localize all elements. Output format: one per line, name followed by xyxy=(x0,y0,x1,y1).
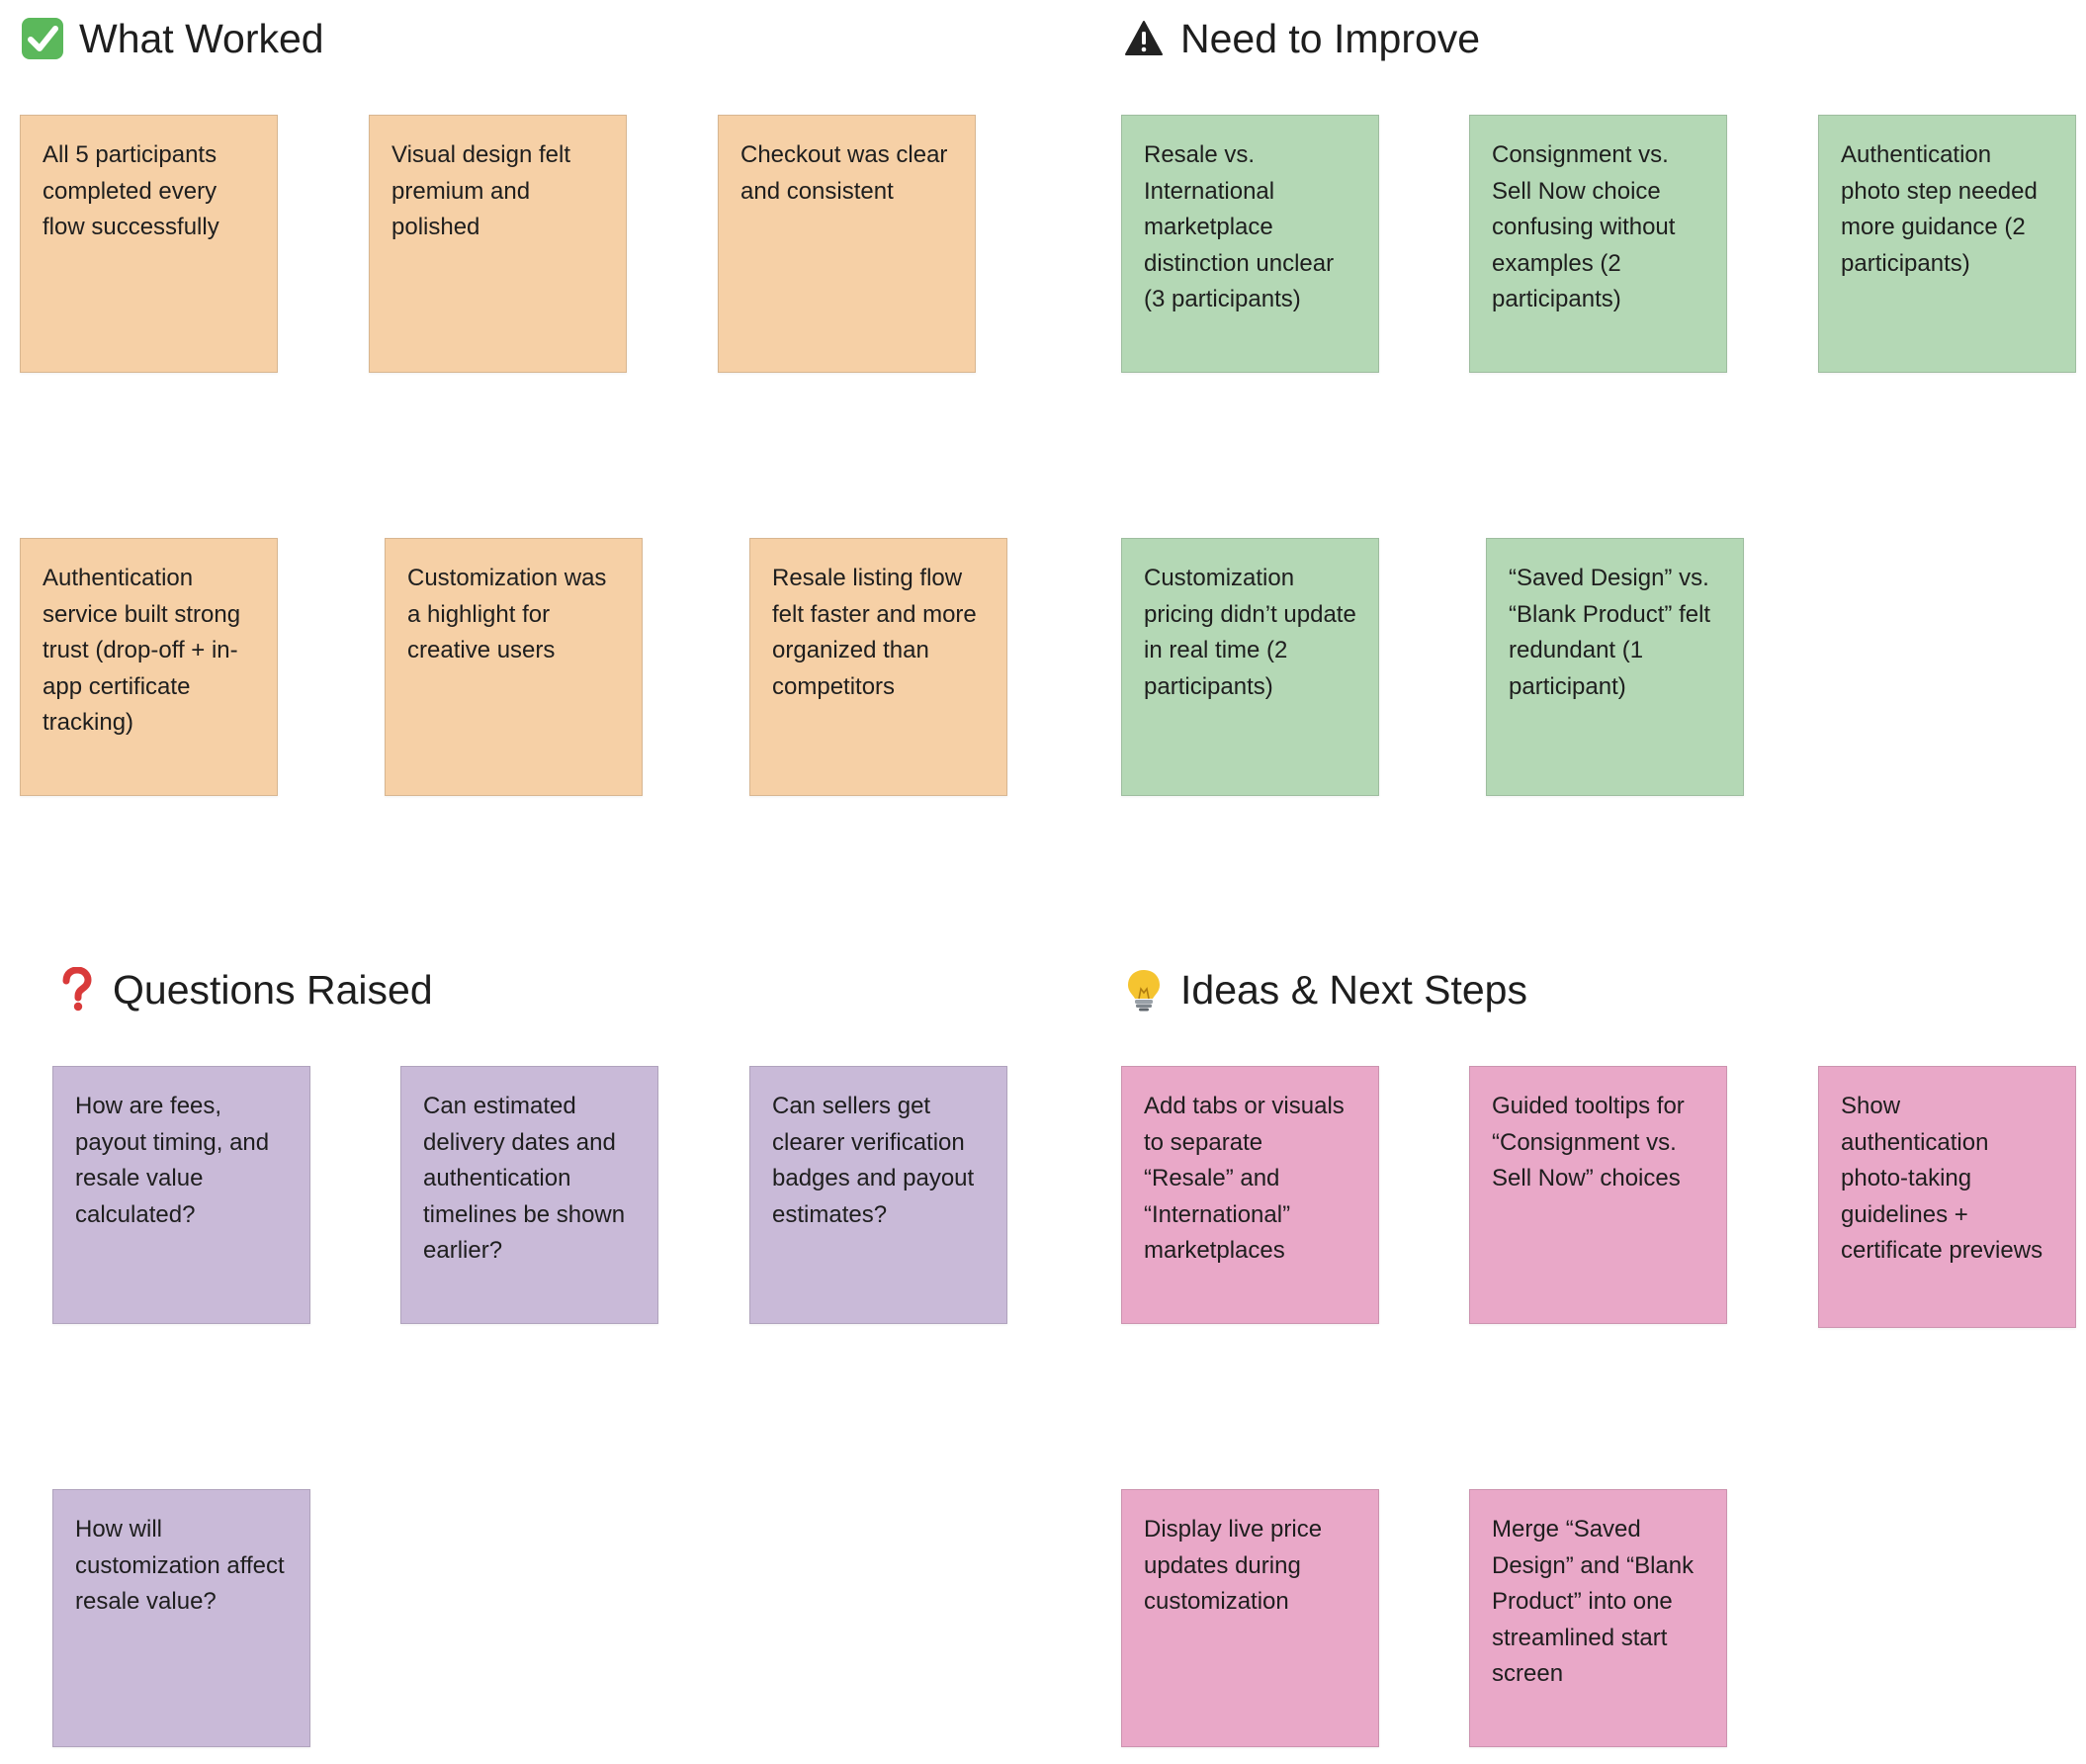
sticky-note[interactable]: How are fees, payout timing, and resale … xyxy=(52,1066,310,1324)
sticky-note[interactable]: Customization pricing didn’t update in r… xyxy=(1121,538,1379,796)
sticky-note[interactable]: Display live price updates during custom… xyxy=(1121,1489,1379,1747)
sticky-note[interactable]: “Saved Design” vs. “Blank Product” felt … xyxy=(1486,538,1744,796)
sticky-note[interactable]: Resale vs. International marketplace dis… xyxy=(1121,115,1379,373)
section-title-text: Need to Improve xyxy=(1180,15,1481,61)
sticky-note[interactable]: Visual design felt premium and polished xyxy=(369,115,627,373)
section-heading-what-worked: What Worked xyxy=(20,9,324,68)
sticky-note[interactable]: Show authentication photo-taking guideli… xyxy=(1818,1066,2076,1328)
sticky-note[interactable]: Consignment vs. Sell Now choice confusin… xyxy=(1469,115,1727,373)
light-bulb-icon xyxy=(1121,967,1167,1013)
sticky-note[interactable]: How will customization affect resale val… xyxy=(52,1489,310,1747)
sticky-note[interactable]: Checkout was clear and consistent xyxy=(718,115,976,373)
sticky-note[interactable]: Guided tooltips for “Consignment vs. Sel… xyxy=(1469,1066,1727,1324)
sticky-note[interactable]: Authentication service built strong trus… xyxy=(20,538,278,796)
section-heading-ideas-next-steps: Ideas & Next Steps xyxy=(1121,960,1527,1019)
sticky-note[interactable]: All 5 participants completed every flow … xyxy=(20,115,278,373)
section-heading-questions-raised: Questions Raised xyxy=(53,960,433,1019)
section-title-text: Questions Raised xyxy=(113,966,433,1013)
sticky-note[interactable]: Can estimated delivery dates and authent… xyxy=(400,1066,658,1324)
question-mark-icon xyxy=(53,967,99,1013)
sticky-note[interactable]: Can sellers get clearer verification bad… xyxy=(749,1066,1007,1324)
section-title-text: Ideas & Next Steps xyxy=(1180,966,1527,1013)
check-mark-icon xyxy=(20,16,65,61)
sticky-note[interactable]: Merge “Saved Design” and “Blank Product”… xyxy=(1469,1489,1727,1747)
sticky-note[interactable]: Add tabs or visuals to separate “Resale”… xyxy=(1121,1066,1379,1324)
sticky-note[interactable]: Resale listing flow felt faster and more… xyxy=(749,538,1007,796)
section-heading-need-to-improve: Need to Improve xyxy=(1121,9,1480,68)
sticky-note[interactable]: Authentication photo step needed more gu… xyxy=(1818,115,2076,373)
section-title-text: What Worked xyxy=(79,15,324,61)
sticky-note[interactable]: Customization was a highlight for creati… xyxy=(385,538,643,796)
warning-icon xyxy=(1121,16,1167,61)
